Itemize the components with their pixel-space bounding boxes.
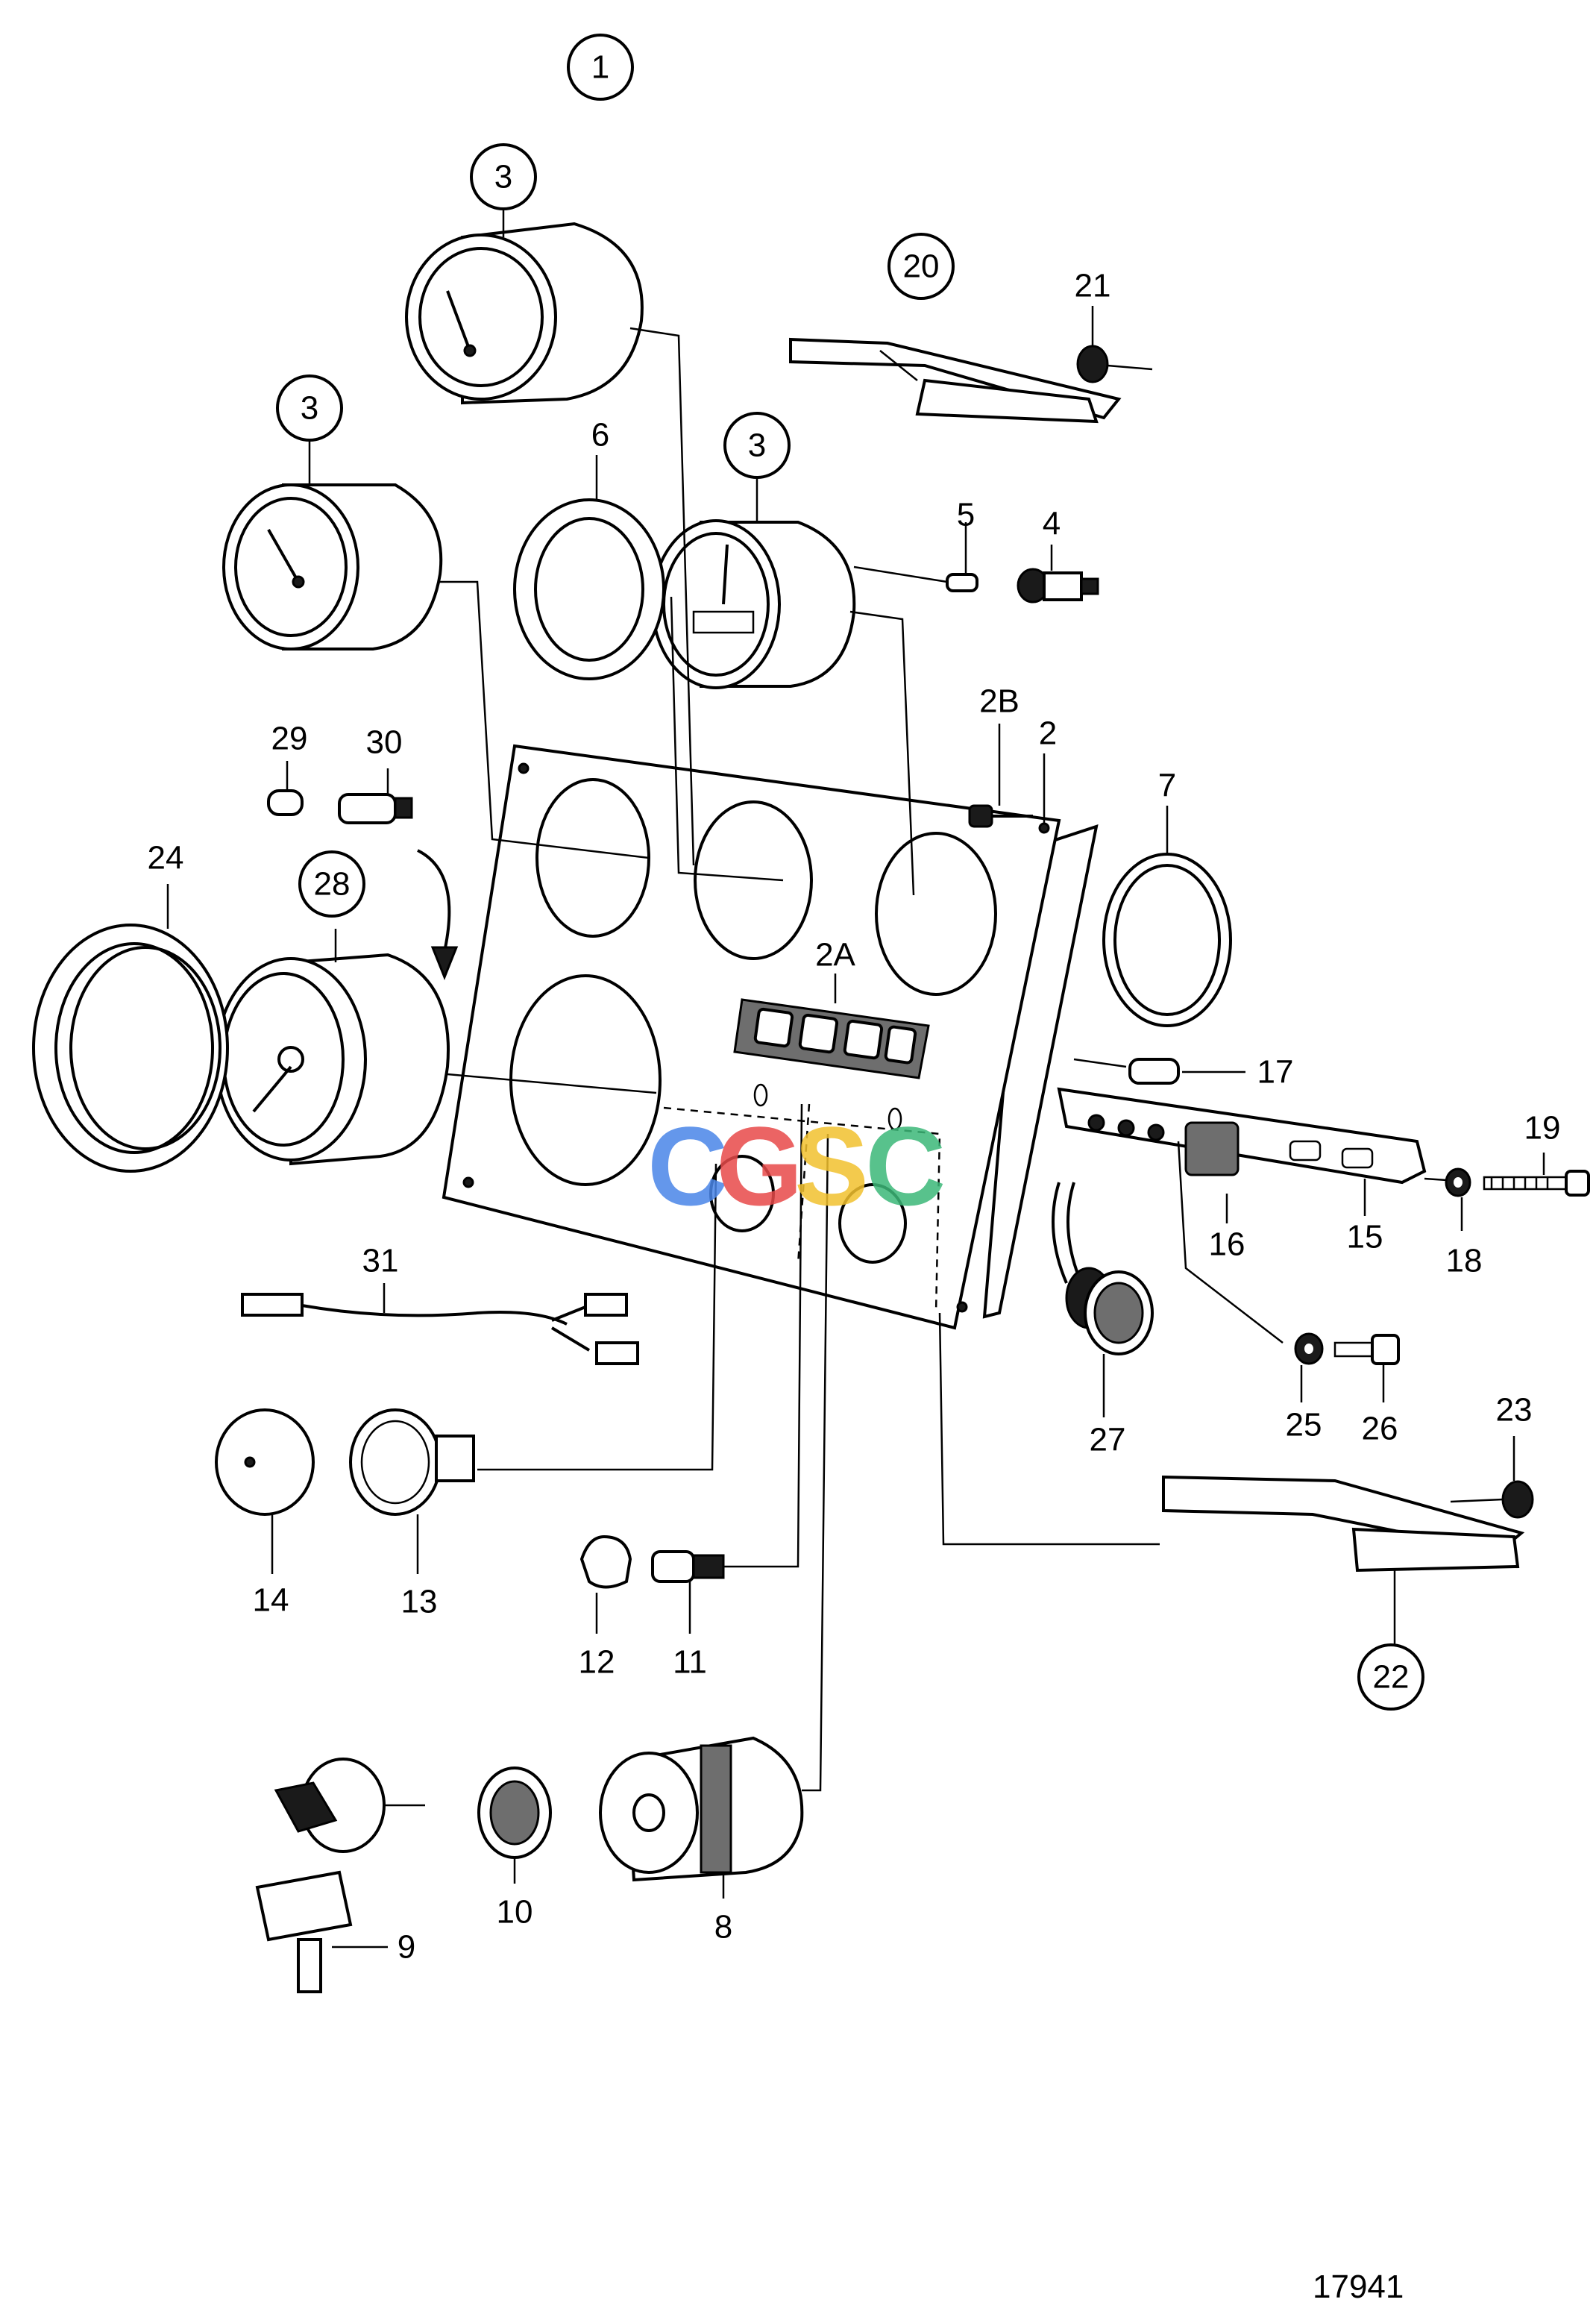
connector-27 — [1052, 1182, 1154, 1355]
callout-22: 22 — [1373, 1659, 1410, 1696]
callout-circle-28 — [298, 850, 365, 918]
callout-11: 11 — [673, 1644, 707, 1681]
callout-1: 1 — [591, 49, 609, 86]
callout-24: 24 — [148, 840, 184, 877]
callout-5: 5 — [957, 497, 975, 533]
leader-lines — [440, 327, 1448, 1792]
warning-lamp-strip — [733, 998, 930, 1079]
watermark-letter-2: G — [716, 1103, 803, 1229]
callout-27: 27 — [1090, 1422, 1126, 1458]
callout-8: 8 — [714, 1909, 732, 1946]
callout-26: 26 — [1362, 1411, 1398, 1447]
bezel-ring-7 — [1102, 853, 1232, 1027]
callout-circle-22 — [1357, 1643, 1424, 1711]
callout-21: 21 — [1075, 268, 1111, 304]
callout-labels: 1 3 3 3 20 28 22 21 6 5 4 2B 2 29 30 7 2… — [148, 34, 1561, 1966]
callout-16: 16 — [1209, 1226, 1245, 1263]
lens-12 — [579, 1534, 632, 1589]
watermark-letter-1: C — [647, 1103, 728, 1229]
callout-circle-1 — [567, 34, 634, 101]
knob-23 — [1450, 1480, 1534, 1519]
callout-28: 28 — [314, 866, 351, 903]
gauge-28 — [215, 953, 450, 1166]
drawing-number: 17941 — [1313, 2269, 1404, 2305]
bulb-holder-30 — [338, 793, 413, 824]
bolt-19 — [1483, 1170, 1590, 1197]
washer-25 — [1294, 1332, 1324, 1365]
buzzer-13 — [349, 1408, 475, 1516]
callout-23: 23 — [1496, 1392, 1533, 1429]
bulb-5 — [946, 573, 978, 592]
lamp-holder-11 — [651, 1550, 725, 1583]
callout-2B: 2B — [979, 683, 1020, 720]
callout-leaders — [166, 201, 1545, 1949]
key-9 — [255, 1870, 353, 1993]
key-cap — [274, 1758, 425, 1853]
callout-circle-3a — [470, 143, 537, 210]
callout-circle-3b — [276, 374, 343, 442]
cap-14 — [215, 1408, 315, 1516]
callout-2A: 2A — [815, 937, 855, 974]
callout-6: 6 — [591, 417, 609, 454]
bracket-22 — [1162, 1475, 1525, 1573]
harness-31 — [241, 1293, 639, 1365]
ignition-switch-8 — [599, 1736, 804, 1882]
instrument-panel — [442, 744, 1099, 1330]
callout-12: 12 — [579, 1644, 615, 1681]
bezel-ring-6 — [513, 498, 665, 680]
callout-3c: 3 — [748, 427, 766, 464]
callout-25: 25 — [1286, 1407, 1322, 1443]
bulb-17 — [1128, 1058, 1180, 1085]
bracket-20 — [789, 337, 1122, 424]
screw-2B — [968, 804, 1033, 828]
callout-circle-3c — [723, 412, 791, 479]
gauge-top — [405, 222, 644, 405]
bulb-holder-4 — [1017, 568, 1099, 604]
callout-18: 18 — [1446, 1243, 1483, 1279]
callout-30: 30 — [366, 724, 403, 761]
screw-26 — [1333, 1334, 1400, 1365]
watermark-logo: C G S C — [647, 1103, 946, 1229]
watermark-letter-3: S — [794, 1103, 869, 1229]
callout-3b: 3 — [301, 390, 318, 427]
gauge-right — [651, 519, 856, 689]
washer-18 — [1445, 1167, 1471, 1197]
callout-31: 31 — [362, 1243, 399, 1279]
callout-19: 19 — [1524, 1110, 1561, 1147]
callout-7: 7 — [1158, 768, 1176, 804]
callout-circle-20 — [887, 233, 955, 300]
callout-10: 10 — [497, 1894, 533, 1931]
bracket-15-16 — [1057, 1087, 1427, 1185]
callout-9: 9 — [398, 1929, 415, 1966]
callout-2: 2 — [1039, 715, 1057, 752]
knob-21 — [1076, 345, 1153, 383]
bulb-29 — [267, 789, 304, 816]
callout-29: 29 — [271, 721, 308, 757]
nut-10 — [477, 1766, 552, 1859]
callout-13: 13 — [401, 1584, 438, 1620]
gauge-left — [222, 483, 443, 650]
callout-14: 14 — [253, 1582, 289, 1619]
watermark-letter-4: C — [865, 1103, 946, 1229]
callout-4: 4 — [1043, 506, 1061, 542]
callout-20: 20 — [903, 248, 940, 285]
bezel-ring-24 — [32, 924, 229, 1173]
callout-17: 17 — [1257, 1054, 1294, 1091]
callout-15: 15 — [1347, 1219, 1383, 1255]
callout-3a: 3 — [494, 159, 512, 195]
